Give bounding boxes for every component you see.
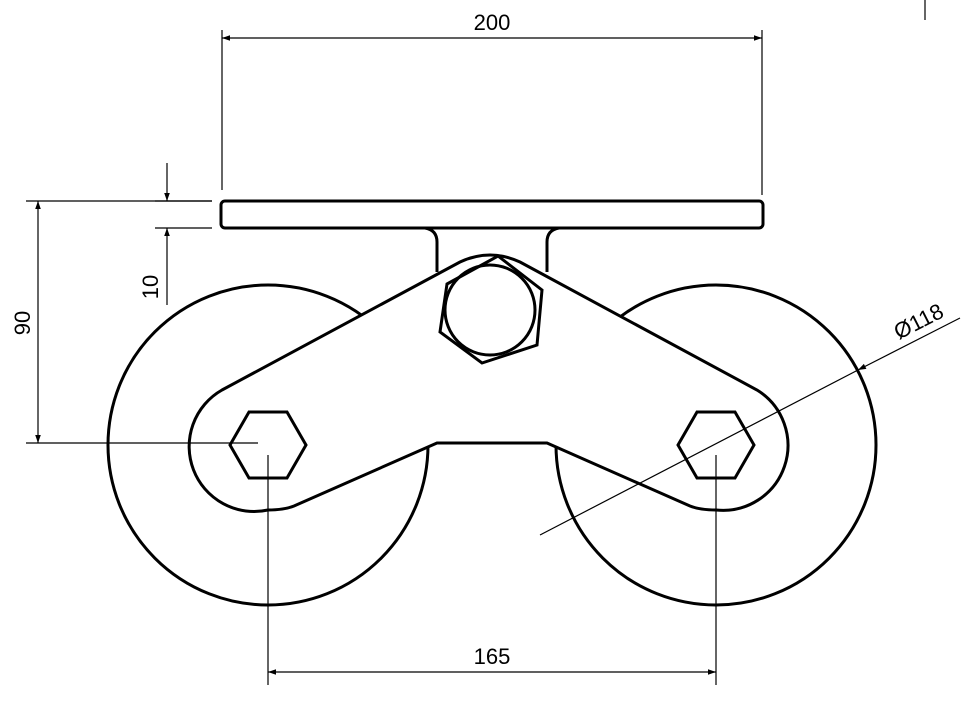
pivot-bolt (443, 263, 537, 357)
right-axle-nut (676, 410, 756, 480)
dimension-label-10: 10 (138, 275, 163, 299)
dimension-label-200: 200 (474, 10, 511, 35)
left-axle-nut (228, 410, 308, 480)
swing-arm (187, 253, 790, 513)
dimension-label-diameter: Ø118 (890, 298, 948, 344)
dimension-plate-thickness: 10 (138, 163, 212, 305)
dimension-label-90: 90 (10, 311, 35, 335)
dimension-plate-width: 200 (221, 10, 763, 195)
dimension-axle-height: 90 (10, 200, 258, 444)
dimension-label-165: 165 (474, 644, 511, 669)
bracket-right-leg (545, 226, 560, 272)
bracket-left-leg (424, 226, 439, 272)
pivot-nut (438, 254, 544, 365)
dimension-wheel-spacing: 165 (268, 644, 716, 675)
mounting-plate (219, 199, 765, 230)
